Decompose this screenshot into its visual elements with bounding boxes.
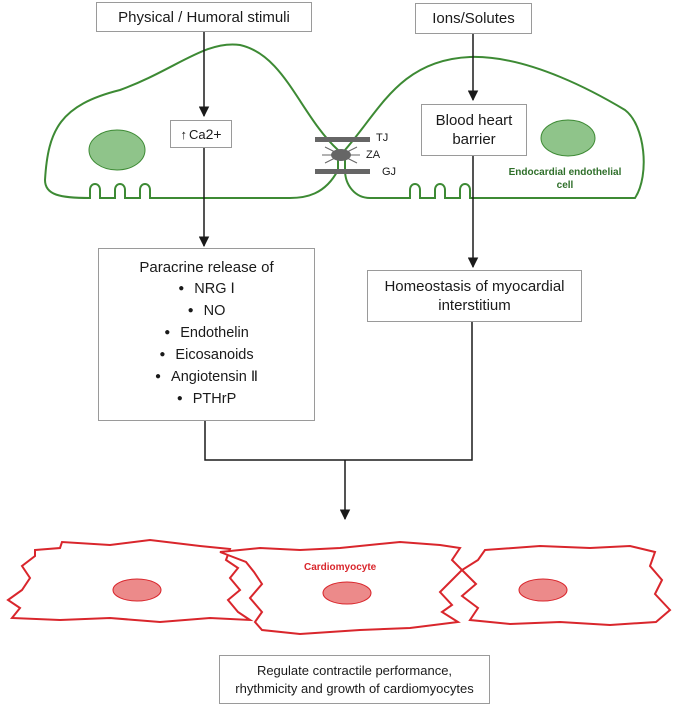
endothelial-cell-label-line1: Endocardial endothelial [508, 167, 622, 178]
ions-solutes-label: Ions/Solutes [432, 10, 515, 27]
paracrine-release-box: Paracrine release of NRG Ⅰ NO Endothelin… [98, 248, 315, 421]
paracrine-title: Paracrine release of [139, 259, 274, 276]
blood-heart-barrier-line1: Blood heart [435, 112, 513, 129]
endothelial-cell-label: Endocardial endothelial cell [490, 166, 640, 192]
zonula-adherens-label: ZA [366, 149, 381, 161]
right-endothelial-cell [344, 55, 645, 199]
paracrine-item: Endothelin [99, 323, 314, 345]
gap-junction-label: GJ [382, 166, 397, 178]
paracrine-item: Angiotensin Ⅱ [99, 367, 314, 389]
paracrine-list: NRG Ⅰ NO Endothelin Eicosanoids Angioten… [99, 279, 314, 411]
regulate-box: Regulate contractile performance, rhythm… [219, 655, 490, 704]
homeostasis-line1: Homeostasis of myocardial [384, 278, 565, 295]
calcium-symbol: Ca [188, 126, 206, 142]
paracrine-item: NO [99, 301, 314, 323]
merge-line [204, 322, 473, 461]
homeostasis-line2: interstitium [438, 297, 511, 314]
blood-heart-barrier-line2: barrier [452, 131, 496, 148]
cardiomyocyte-right [460, 544, 672, 627]
cardiomyocyte-nucleus-left [112, 578, 162, 602]
homeostasis-box: Homeostasis of myocardial interstitium [367, 270, 582, 322]
up-arrow-icon: ↑ [180, 126, 187, 142]
calcium-charge: 2+ [205, 126, 222, 142]
left-nucleus [88, 129, 146, 171]
cardiomyocyte-nucleus-middle [322, 581, 372, 605]
physical-humoral-stimuli-label: Physical / Humoral stimuli [118, 8, 290, 26]
left-endothelial-cell [43, 43, 339, 200]
ions-solutes-box: Ions/Solutes [415, 3, 532, 34]
blood-heart-barrier-box: Blood heart barrier [421, 104, 527, 156]
paracrine-item: NRG Ⅰ [99, 279, 314, 301]
endothelial-cell-label-line2: cell [556, 180, 574, 191]
regulate-line2: rhythmicity and growth of cardiomyocytes [235, 680, 474, 696]
regulate-line1: Regulate contractile performance, [256, 662, 453, 678]
paracrine-item: Eicosanoids [99, 345, 314, 367]
right-nucleus [540, 119, 596, 157]
cardiomyocyte-label: Cardiomyocyte [304, 562, 377, 573]
paracrine-item: PTHrP [99, 389, 314, 411]
cell-junctions [315, 137, 370, 174]
tight-junction-label: TJ [376, 132, 389, 144]
cardiomyocyte-nucleus-right [518, 578, 568, 602]
physical-humoral-stimuli-box: Physical / Humoral stimuli [96, 2, 312, 32]
